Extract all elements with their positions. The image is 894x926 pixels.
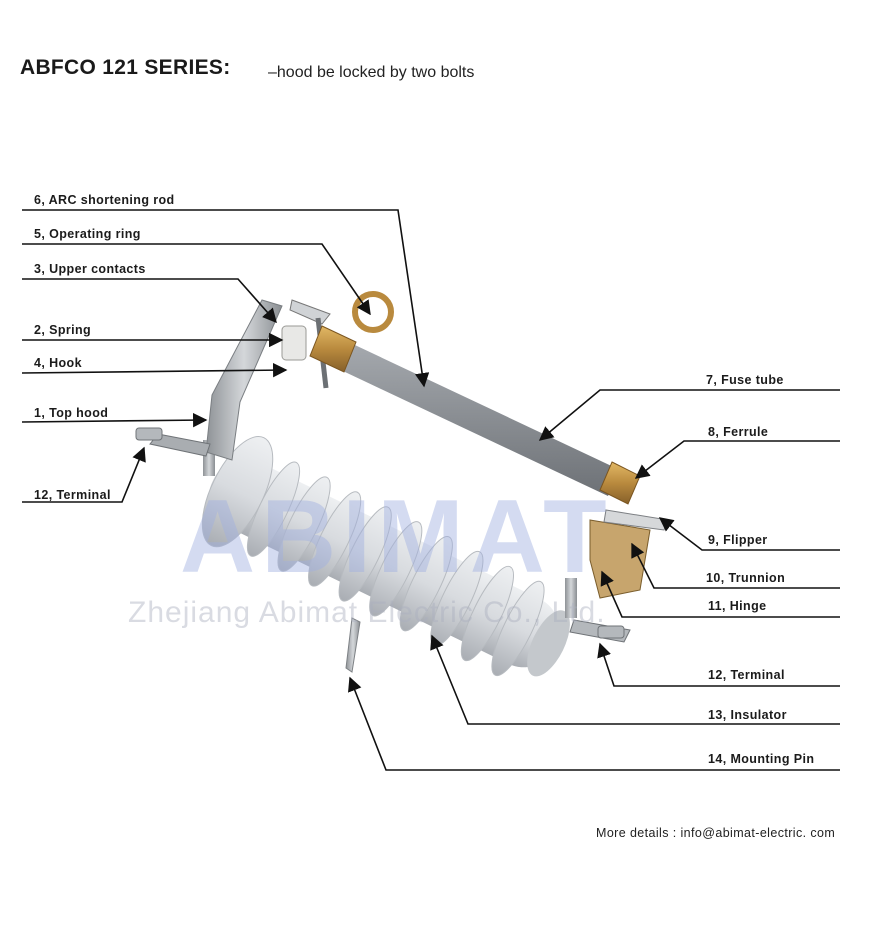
leader-operating-ring — [22, 243, 371, 316]
label-terminal-left: 12, Terminal — [34, 488, 111, 502]
leader-insulator — [430, 634, 840, 725]
label-ferrule: 8, Ferrule — [708, 425, 769, 439]
leader-trunnion — [631, 542, 840, 589]
leader-hook — [21, 362, 288, 378]
leader-top-hood — [21, 412, 208, 428]
leader-ferrule — [634, 440, 840, 479]
leader-mounting-pin — [348, 676, 840, 771]
watermark-brand: ABIMAT — [180, 479, 613, 595]
label-hook: 4, Hook — [34, 356, 82, 370]
leader-arc-rod — [22, 209, 430, 388]
page-subtitle: –hood be locked by two bolts — [268, 64, 475, 81]
label-hinge: 11, Hinge — [708, 599, 767, 613]
label-arc-rod: 6, ARC shortening rod — [34, 193, 175, 207]
contact-details: More details : info@abimat-electric. com — [596, 826, 836, 840]
label-upper-contacts: 3, Upper contacts — [34, 262, 146, 276]
label-spring: 2, Spring — [34, 323, 92, 337]
label-fuse-tube: 7, Fuse tube — [706, 373, 784, 387]
leader-upper-contacts — [22, 278, 277, 324]
label-top-hood: 1, Top hood — [34, 406, 109, 420]
leader-hinge — [600, 570, 840, 618]
leader-lines — [21, 209, 840, 771]
label-mounting-pin: 14, Mounting Pin — [708, 752, 815, 766]
leader-terminal-right — [597, 642, 840, 687]
label-flipper: 9, Flipper — [708, 533, 768, 547]
leader-flipper — [658, 517, 840, 551]
label-trunnion: 10, Trunnion — [706, 571, 786, 585]
label-insulator: 13, Insulator — [708, 708, 787, 722]
watermark-company: Zhejiang Abimat Electric Co., Ltd. — [128, 596, 606, 629]
label-terminal-right: 12, Terminal — [708, 668, 785, 682]
leader-terminal-left — [22, 446, 146, 503]
leader-fuse-tube — [538, 389, 840, 441]
label-operating-ring: 5, Operating ring — [34, 227, 141, 241]
fuse-tube-body — [328, 338, 620, 496]
page-title: ABFCO 121 SERIES: — [20, 56, 231, 79]
